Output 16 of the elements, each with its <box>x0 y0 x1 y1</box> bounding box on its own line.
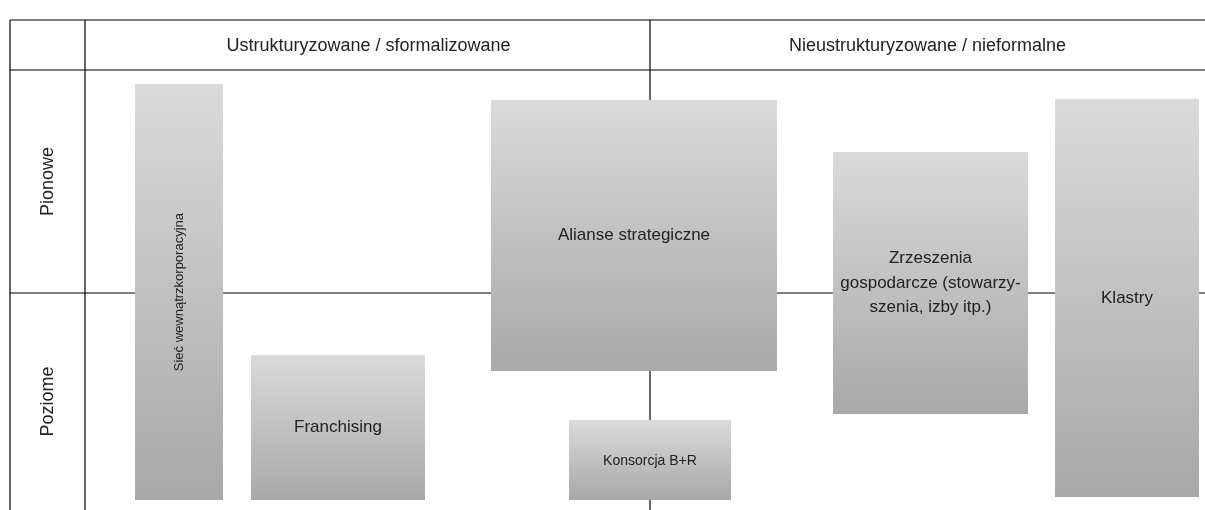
category-box <box>1055 99 1199 497</box>
box-label: Klastry <box>1101 286 1153 309</box>
box-label: Sieć wewnątrzkorporacyjna <box>169 212 187 372</box>
box-label: Franchising <box>294 416 382 439</box>
row-header: Poziome <box>36 366 58 436</box>
category-box <box>491 100 777 371</box>
category-box <box>833 152 1028 414</box>
column-header: Nieustrukturyzowane / nieformalne <box>789 34 1067 56</box>
box-label: Zrzeszenia gospodarcze (stowarzy- szenia, izby itp.) <box>839 247 1022 319</box>
category-box <box>135 84 223 500</box>
category-box <box>569 420 731 500</box>
column-header: Ustrukturyzowane / sformalizowane <box>226 34 511 56</box>
row-header: Pionowe <box>36 146 58 216</box>
box-label: Konsorcja B+R <box>603 450 697 470</box>
category-box <box>251 355 425 500</box>
box-label: Alianse strategiczne <box>557 224 711 247</box>
